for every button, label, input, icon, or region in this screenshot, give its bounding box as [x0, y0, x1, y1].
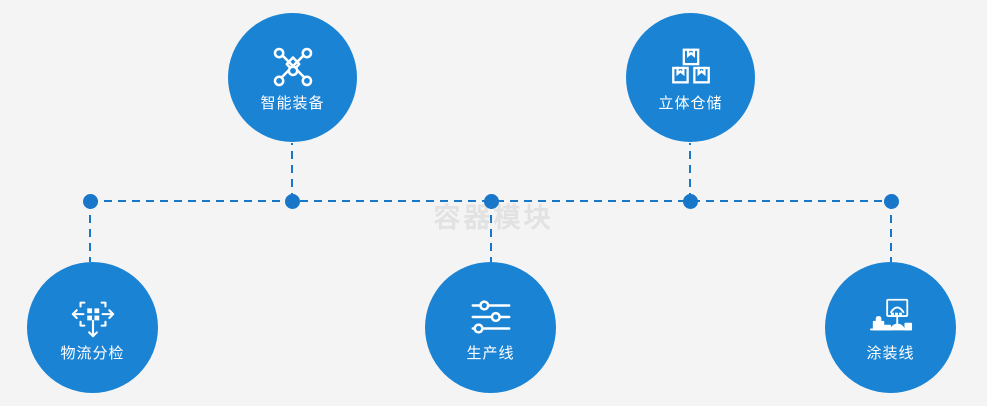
node-production-line[interactable]: 生产线	[425, 262, 556, 393]
paint-workstation-icon	[868, 294, 914, 340]
node-label-painting-line: 涂装线	[866, 344, 915, 362]
sliders-icon	[468, 294, 514, 340]
node-painting-line[interactable]: 涂装线	[825, 262, 956, 393]
network-nodes-icon	[270, 44, 316, 90]
node-label-stereoscopic-warehouse: 立体仓储	[658, 94, 723, 112]
bullet-equipment[interactable]	[284, 193, 300, 209]
bullet-logistics[interactable]	[82, 193, 98, 209]
sorting-scan-icon	[70, 294, 116, 340]
node-label-logistics-sorting: 物流分检	[60, 344, 125, 362]
node-logistics-sorting[interactable]: 物流分检	[27, 262, 158, 393]
node-label-smart-equipment: 智能装备	[260, 94, 325, 112]
node-smart-equipment[interactable]: 智能装备	[228, 13, 357, 142]
node-label-production-line: 生产线	[466, 344, 515, 362]
bullet-warehouse[interactable]	[682, 193, 698, 209]
stacked-boxes-icon	[668, 44, 714, 90]
node-stereoscopic-warehouse[interactable]: 立体仓储	[626, 13, 755, 142]
bullet-production[interactable]	[483, 193, 499, 209]
bullet-painting[interactable]	[883, 193, 899, 209]
